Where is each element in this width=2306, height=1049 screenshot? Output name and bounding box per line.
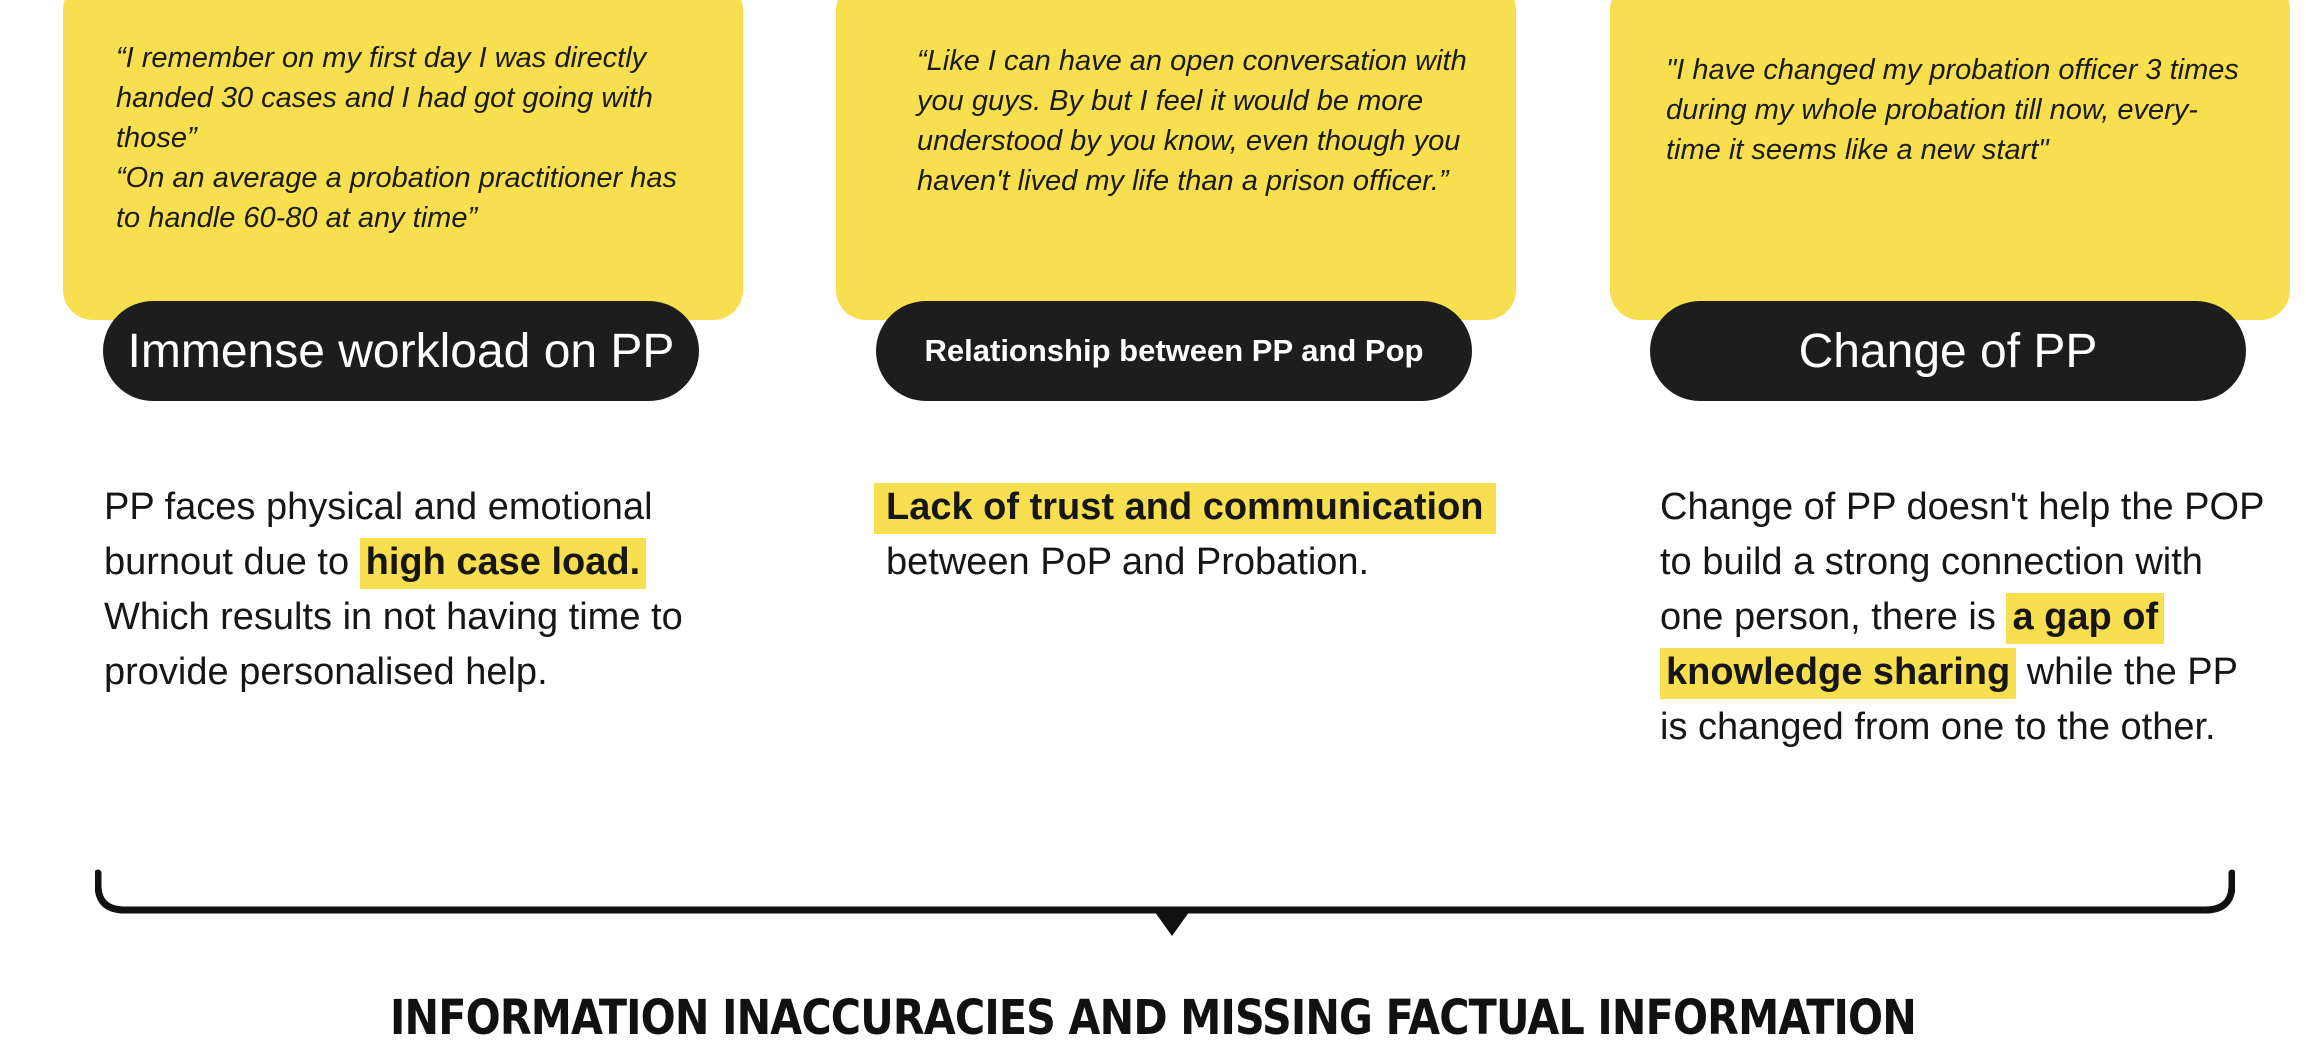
insight-text: Change of PP doesn't help the POP to bui… <box>1660 486 2264 638</box>
quote-line: "I have changed my probation officer 3 t… <box>1666 54 2239 166</box>
insight-body: Change of PP doesn't help the POP to bui… <box>1660 480 2270 755</box>
quote-card <box>63 0 743 320</box>
quote-text: “Like I can have an open conversation wi… <box>917 41 1477 201</box>
insight-body: PP faces physical and emotional burnout … <box>104 480 744 700</box>
insight-body: Lack of trust and communication between … <box>874 480 1526 590</box>
insight-highlight: Lack of trust and communication <box>874 483 1496 534</box>
insight-text: PP faces physical and emotional burnout … <box>104 486 653 583</box>
theme-pill: Immense workload on PP <box>103 301 699 401</box>
quote-line: “On an average a probation practitioner … <box>116 162 678 234</box>
conclusion-heading: INFORMATION INACCURACIES AND MISSING FAC… <box>390 990 1917 1046</box>
quote-line: “Like I can have an open conversation wi… <box>917 45 1467 197</box>
quote-text: "I have changed my probation officer 3 t… <box>1666 50 2246 170</box>
quote-text: “I remember on my first day I was direct… <box>116 38 706 238</box>
bracket-pointer <box>1152 908 1192 936</box>
bracket-line <box>95 869 2235 914</box>
quote-line: “I remember on my first day I was direct… <box>116 42 653 154</box>
quote-card <box>836 0 1516 320</box>
insight-text: Which results in not having time to prov… <box>104 596 683 693</box>
theme-pill: Change of PP <box>1650 301 2246 401</box>
insight-text: between PoP and Probation. <box>886 541 1370 583</box>
summary-bracket <box>95 869 2235 936</box>
theme-pill: Relationship between PP and Pop <box>876 301 1472 401</box>
insight-text: while the PP is changed from one to the … <box>1660 651 2238 748</box>
quote-card <box>1610 0 2290 320</box>
insight-highlight: high case load. <box>359 538 647 589</box>
